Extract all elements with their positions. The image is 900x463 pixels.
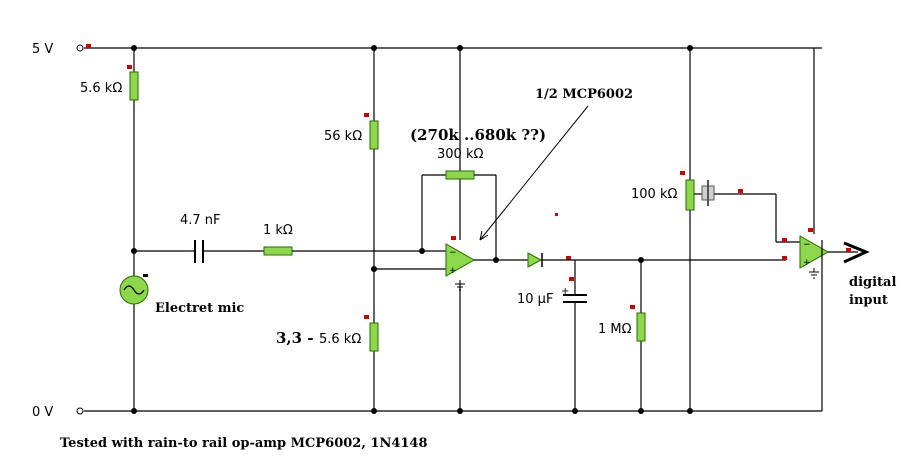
opamp-2-comparator (799, 235, 830, 269)
svg-text:−: − (803, 240, 811, 250)
svg-text:+: + (449, 266, 457, 276)
annotation-arrow (479, 105, 589, 241)
resistor-discharge (636, 312, 646, 342)
resistor-feedback-label: 300 kΩ (437, 147, 483, 162)
potentiometer-wiper (694, 180, 715, 206)
capacitor-filter-label: 10 µF (517, 292, 553, 307)
mic-label: Electret mic (155, 301, 244, 316)
output-label-line1: digital (849, 275, 896, 290)
footer-note: Tested with rain-to rail op-amp MCP6002,… (60, 436, 428, 451)
diode-1n4148 (527, 252, 543, 268)
opamp-1 (445, 243, 476, 277)
gnd-label: 0 V (32, 405, 53, 420)
gnd-rail (76, 407, 822, 415)
feedback-range-note: (270k ..680k ??) (410, 126, 546, 144)
resistor-feedback (445, 170, 475, 180)
resistor-mic-pullup (129, 71, 139, 101)
capacitor-coupling (194, 240, 204, 263)
resistor-series (263, 246, 293, 256)
resistor-series-label: 1 kΩ (263, 223, 293, 238)
svg-text:+: + (803, 258, 811, 268)
output-label-line2: input (849, 293, 888, 308)
svg-text:−: − (449, 248, 457, 258)
vcc-label: 5 V (32, 42, 53, 57)
electret-mic (119, 274, 149, 305)
resistor-bias-top (369, 120, 379, 150)
resistor-bias-bottom-prefix: 3,3 - (276, 329, 314, 347)
resistor-bias-bottom (369, 322, 379, 352)
resistor-bias-top-label: 56 kΩ (324, 129, 362, 144)
opamp-reference-note: 1/2 MCP6002 (535, 87, 633, 102)
resistor-mic-pullup-label: 5.6 kΩ (80, 81, 122, 96)
resistor-discharge-label: 1 MΩ (598, 322, 632, 337)
potentiometer-label: 100 kΩ (631, 187, 677, 202)
potentiometer (685, 179, 695, 211)
output-arrow-icon (843, 241, 870, 264)
junction-dots (131, 45, 693, 414)
svg-text:+: + (561, 286, 569, 297)
capacitor-filter (563, 294, 587, 303)
resistor-bias-bottom-label: 5.6 kΩ (319, 332, 361, 347)
capacitor-coupling-label: 4.7 nF (180, 213, 221, 228)
vcc-rail (76, 44, 822, 52)
